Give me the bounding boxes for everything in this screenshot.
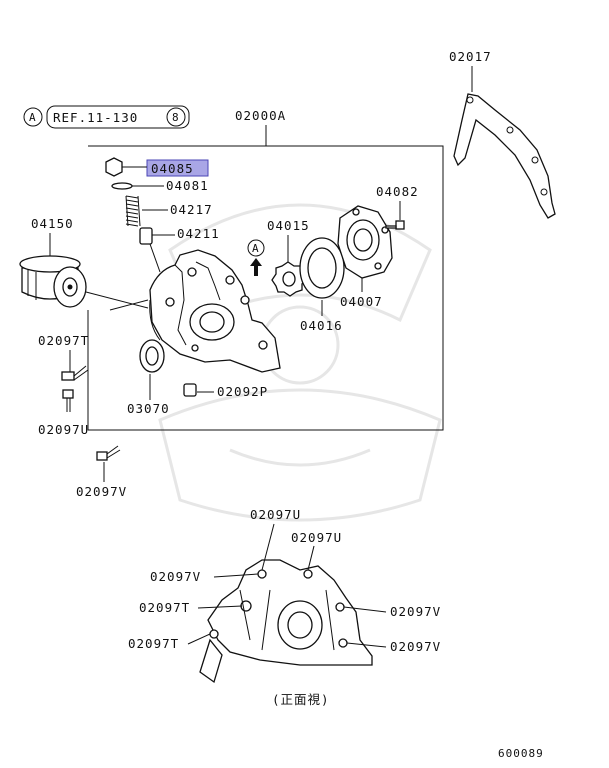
timing-cover-gasket <box>453 93 556 219</box>
relief-spring <box>125 195 141 227</box>
ref-callout: A REF.11-130 8 <box>23 105 190 129</box>
fv-label-02097V-left: 02097V <box>150 569 201 584</box>
relief-plug <box>105 157 123 177</box>
view-arrow-marker: A <box>247 239 265 276</box>
label-04150: 04150 <box>31 216 74 231</box>
fv-label-02097T-lower: 02097T <box>128 636 179 651</box>
fv-label-02097V-right-lower: 02097V <box>390 639 441 654</box>
watermark-emblem <box>158 203 442 522</box>
label-04082: 04082 <box>376 184 419 199</box>
label-04081: 04081 <box>166 178 209 193</box>
fv-label-02097V-right-upper: 02097V <box>390 604 441 619</box>
label-02097T-a: 02097T <box>38 333 89 348</box>
fv-label-02097U-1: 02097U <box>250 507 301 522</box>
rotor-cover <box>337 205 393 279</box>
label-04085: 04085 <box>151 161 194 176</box>
relief-plunger <box>139 227 153 245</box>
front-view <box>199 559 373 684</box>
oil-filter <box>19 255 87 308</box>
label-02017: 02017 <box>449 49 492 64</box>
svg-text:REF.11-130: REF.11-130 <box>53 110 138 125</box>
svg-text:A: A <box>252 242 260 255</box>
highlight-04085 <box>146 159 209 177</box>
bolt-02097V <box>96 445 121 461</box>
assembly-frame <box>87 145 444 431</box>
svg-text:A: A <box>29 111 37 124</box>
front-view-caption: (正面視) <box>272 692 330 707</box>
label-04016: 04016 <box>300 318 343 333</box>
svg-text:8: 8 <box>172 111 180 124</box>
label-03070: 03070 <box>127 401 170 416</box>
label-02097V-a: 02097V <box>76 484 127 499</box>
label-02092P: 02092P <box>217 384 268 399</box>
drain-plug <box>183 383 197 397</box>
fv-label-02097U-2: 02097U <box>291 530 342 545</box>
fv-label-02097T-upper: 02097T <box>139 600 190 615</box>
label-02097U-a: 02097U <box>38 422 89 437</box>
figure-number: 600089 <box>498 747 544 760</box>
assembly-label: 02000A <box>235 108 286 123</box>
label-04015: 04015 <box>267 218 310 233</box>
bolt-02097U <box>62 389 74 412</box>
bolt-02097T <box>61 365 89 381</box>
oil-pump-body <box>149 249 281 373</box>
outer-rotor <box>299 237 345 299</box>
inner-rotor <box>271 261 307 297</box>
label-04217: 04217 <box>170 202 213 217</box>
cover-screw <box>385 220 405 230</box>
label-04007: 04007 <box>340 294 383 309</box>
oil-seal <box>139 339 165 373</box>
label-04211: 04211 <box>177 226 220 241</box>
plug-gasket <box>111 182 133 190</box>
